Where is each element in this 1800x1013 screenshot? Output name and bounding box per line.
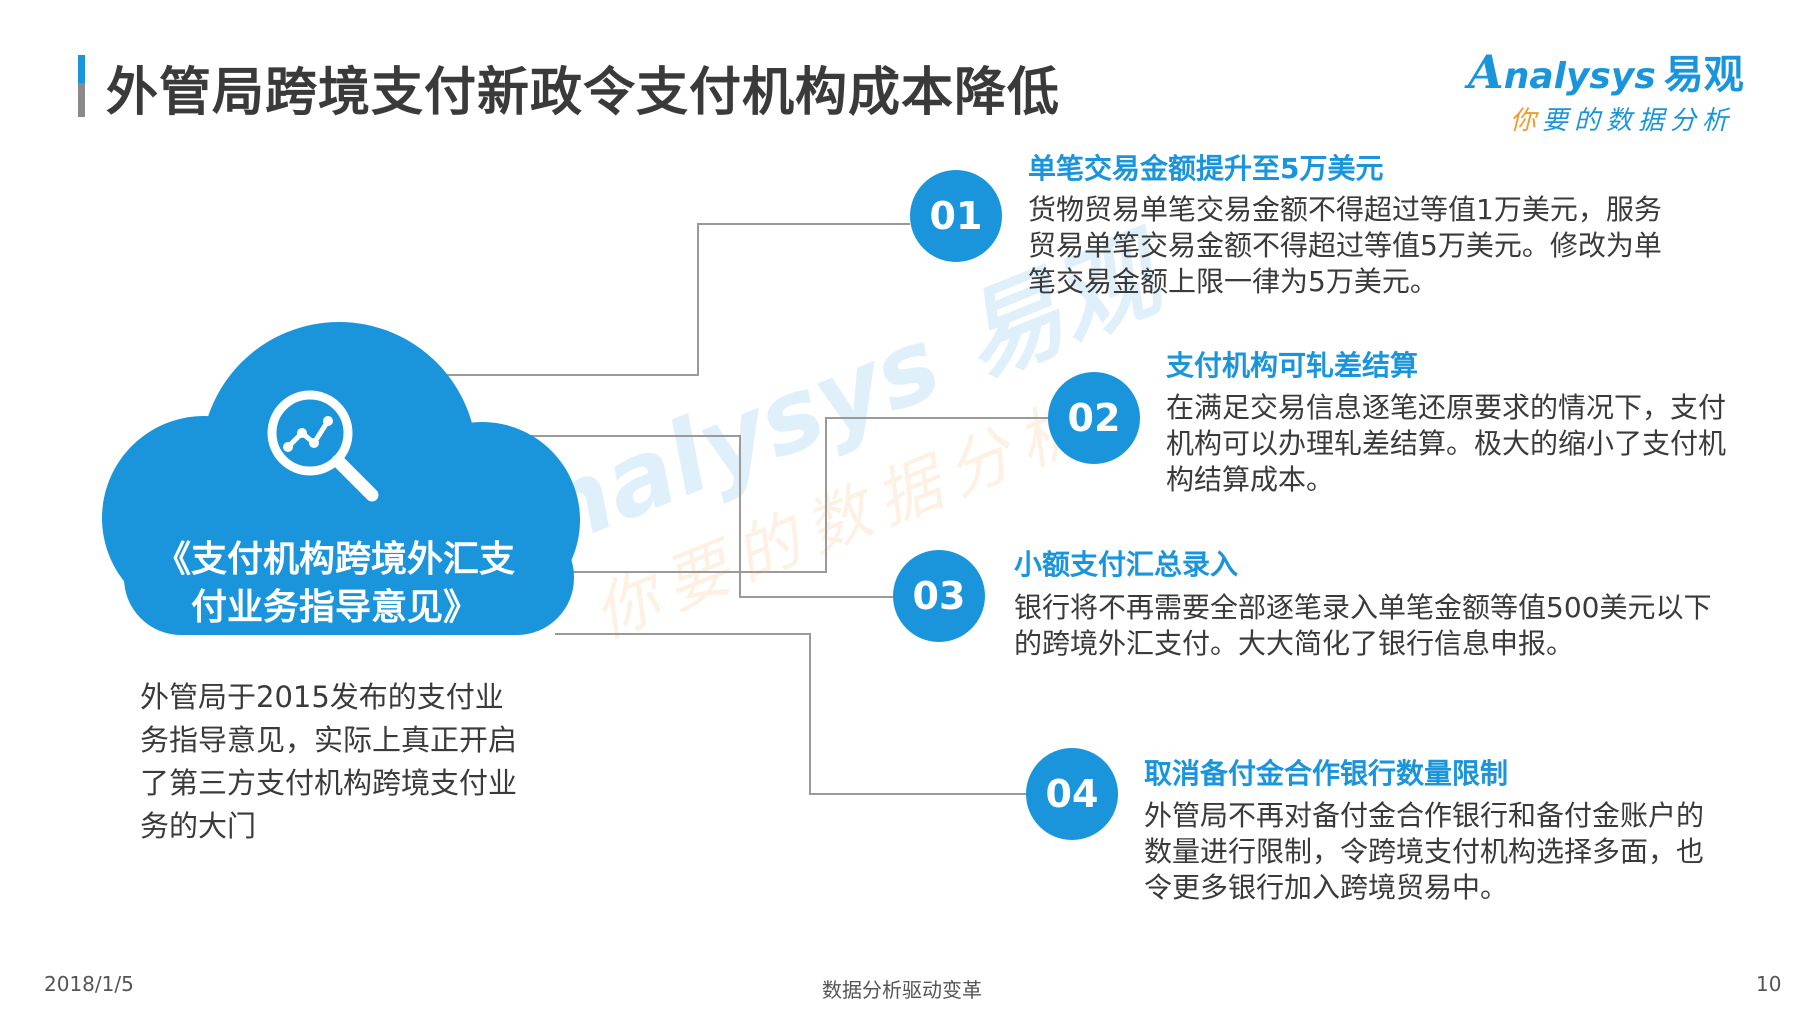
page-title: 外管局跨境支付新政令支付机构成本降低 (106, 63, 1061, 123)
logo-brand-cn: 易观 (1663, 52, 1744, 98)
item-title-04: 取消备付金合作银行数量限制 (1144, 757, 1509, 790)
connector-02 (555, 417, 1048, 573)
item-title-03: 小额支付汇总录入 (1014, 548, 1239, 581)
logo-brand-en: nalysys (1503, 56, 1656, 97)
footer-date: 2018/1/5 (44, 972, 134, 996)
footer-slogan: 数据分析驱动变革 (822, 978, 982, 1002)
item-body-04: 外管局不再对备付金合作银行和备付金账户的数量进行限制，令跨境支付机构选择多面，也… (1144, 799, 1705, 904)
logo-letter: A (1468, 45, 1504, 99)
cloud-document-title: 《支付机构跨境外汇支付业务指导意见》 (154, 539, 515, 628)
title-accent-bar (78, 55, 85, 117)
item-title-02: 支付机构可轧差结算 (1166, 349, 1419, 382)
item-badge-01: 01 (910, 170, 1002, 262)
logo-slogan-first: 你 (1510, 106, 1543, 136)
item-badge-03: 03 (893, 550, 985, 642)
connector-03 (440, 435, 893, 598)
item-body-03: 银行将不再需要全部逐笔录入单笔金额等值500美元以下的跨境外汇支付。大大简化了银… (1014, 591, 1712, 660)
item-badge-04: 04 (1026, 748, 1118, 840)
logo-slogan-rest: 要的数据分析 (1542, 106, 1735, 136)
connector-01 (430, 223, 910, 376)
logo-slogan: 你要的数据分析 (1510, 100, 1734, 137)
page-number: 10 (1756, 972, 1782, 996)
cloud-shape (84, 320, 594, 650)
center-description: 外管局于2015发布的支付业务指导意见，实际上真正开启了第三方支付机构跨境支付业… (140, 680, 518, 843)
magnifier-chart-icon (262, 385, 382, 505)
item-title-01: 单笔交易金额提升至5万美元 (1028, 152, 1384, 185)
connector-04 (555, 633, 1026, 795)
item-body-02: 在满足交易信息逐笔还原要求的情况下，支付机构可以办理轧差结算。极大的缩小了支付机… (1166, 391, 1727, 496)
item-badge-02: 02 (1048, 372, 1140, 464)
item-body-01: 货物贸易单笔交易金额不得超过等值1万美元，服务贸易单笔交易金额不得超过等值5万美… (1028, 193, 1662, 298)
